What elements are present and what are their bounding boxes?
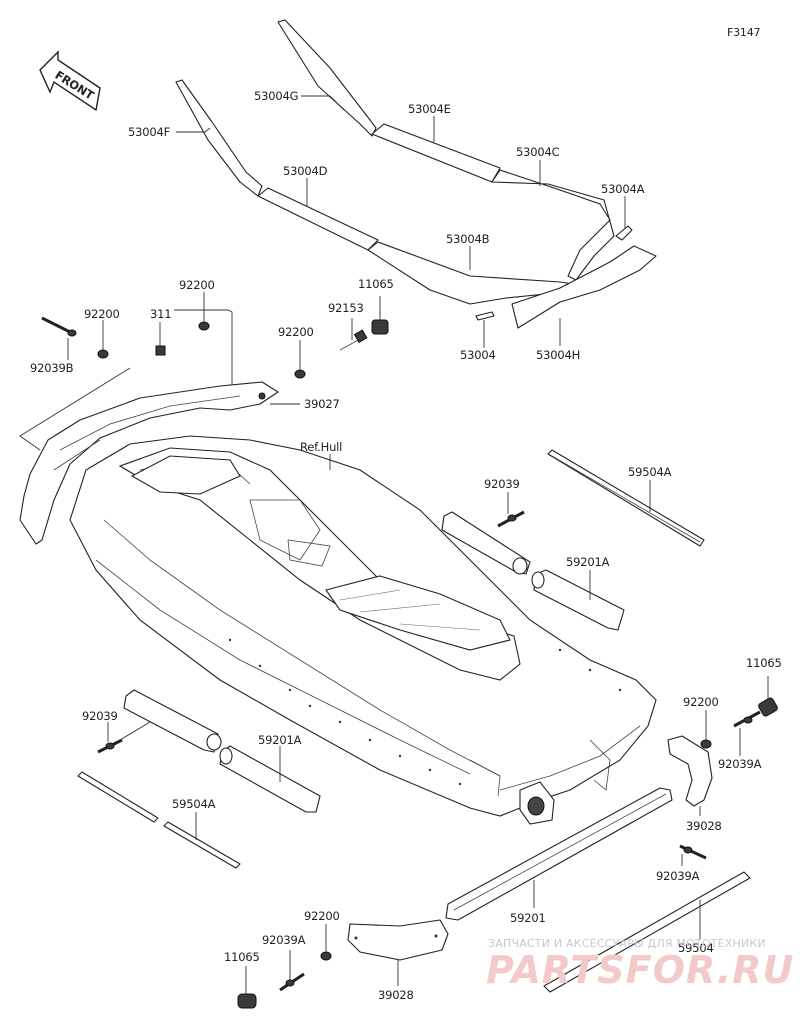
callout-92039-right: 92039: [484, 477, 520, 491]
ref-hull-label: Ref.Hull: [300, 440, 342, 454]
callout-53004h: 53004H: [536, 348, 580, 362]
callout-53004f: 53004F: [128, 125, 170, 139]
callout-59504: 59504: [678, 941, 714, 955]
callout-92200-right: 92200: [683, 695, 719, 709]
strip-59504a-right: [547, 449, 705, 547]
mat-53004h: [511, 245, 657, 329]
figure-code: F3147: [727, 26, 761, 39]
callout-92039-left: 92039: [82, 709, 118, 723]
bracket-59201: [445, 787, 673, 921]
callout-92039b: 92039B: [30, 361, 74, 375]
callout-59504a-left: 59504A: [172, 797, 216, 811]
washer-92200-top1: [97, 349, 109, 359]
callout-53004d: 53004D: [283, 164, 328, 178]
right-parts: [441, 449, 778, 993]
callout-92153: 92153: [328, 301, 364, 315]
callout-53004g: 53004G: [254, 89, 298, 103]
callout-92039a-bottom: 92039A: [656, 869, 700, 883]
callout-59201a-left: 59201A: [258, 733, 302, 747]
callout-92039a-bottomleft: 92039A: [262, 933, 306, 947]
cap-11065-top: [371, 319, 389, 335]
mat-53004g: [277, 19, 377, 137]
rail-39027: [19, 381, 300, 545]
washer-92200-bottom: [320, 951, 332, 961]
callout-92200-top2: 92200: [179, 278, 215, 292]
callout-59504a-right: 59504A: [628, 465, 672, 479]
watermark-logo: PARTSFOR.RU: [486, 948, 795, 992]
hull-reference: [69, 435, 657, 825]
callout-11065-right: 11065: [746, 656, 782, 670]
nut-311: [155, 345, 166, 356]
callout-59201: 59201: [510, 911, 546, 925]
cover-39028-bottom: [347, 919, 449, 961]
strip-59504a-left: [163, 821, 241, 869]
deck-mat-set: [175, 19, 657, 329]
callout-11065-bottom: 11065: [224, 950, 260, 964]
left-lower-parts: [77, 689, 321, 869]
callout-53004: 53004: [460, 348, 496, 362]
mat-53004: [475, 311, 495, 321]
mat-53004a: [615, 225, 633, 241]
callout-53004b: 53004B: [446, 232, 490, 246]
callout-39028-bottom: 39028: [378, 988, 414, 1002]
washer-92200-top2: [198, 321, 210, 331]
top-leaders: [176, 95, 626, 348]
callout-53004c: 53004C: [516, 145, 560, 159]
front-arrow-icon: FRONT: [39, 50, 101, 112]
callout-92039a-right: 92039A: [718, 757, 762, 771]
cap-11065-right: [758, 697, 778, 717]
cover-39028-right: [667, 735, 713, 807]
callout-92200-top1: 92200: [84, 307, 120, 321]
mat-53004c: [491, 169, 615, 281]
mat-53004f: [175, 79, 263, 197]
strip-59504: [543, 871, 751, 993]
callout-92200-mid: 92200: [278, 325, 314, 339]
mat-53004e: [371, 123, 501, 183]
bottom-hardware: [237, 919, 449, 1009]
front-hatch: [130, 455, 241, 495]
watermark-tagline: ЗАПЧАСТИ И АКСЕССУАРЫ ДЛЯ МОТОТЕХНИКИ: [488, 937, 766, 950]
callout-53004a: 53004A: [601, 182, 645, 196]
cap-11065-bottom: [237, 993, 257, 1009]
callout-53004e: 53004E: [408, 102, 451, 116]
washer-92200-mid: [294, 369, 306, 379]
callout-92200-bottom: 92200: [304, 909, 340, 923]
callout-39028-right: 39028: [686, 819, 722, 833]
callout-11065-top: 11065: [358, 277, 394, 291]
bracket-59201a-right: [533, 569, 625, 631]
mat-53004d: [257, 187, 379, 251]
upper-hardware: [19, 292, 389, 451]
callout-311: 311: [150, 307, 171, 321]
bracket-59201a-left: [219, 745, 321, 813]
callout-39027: 39027: [304, 397, 340, 411]
callout-59201a-right: 59201A: [566, 555, 610, 569]
